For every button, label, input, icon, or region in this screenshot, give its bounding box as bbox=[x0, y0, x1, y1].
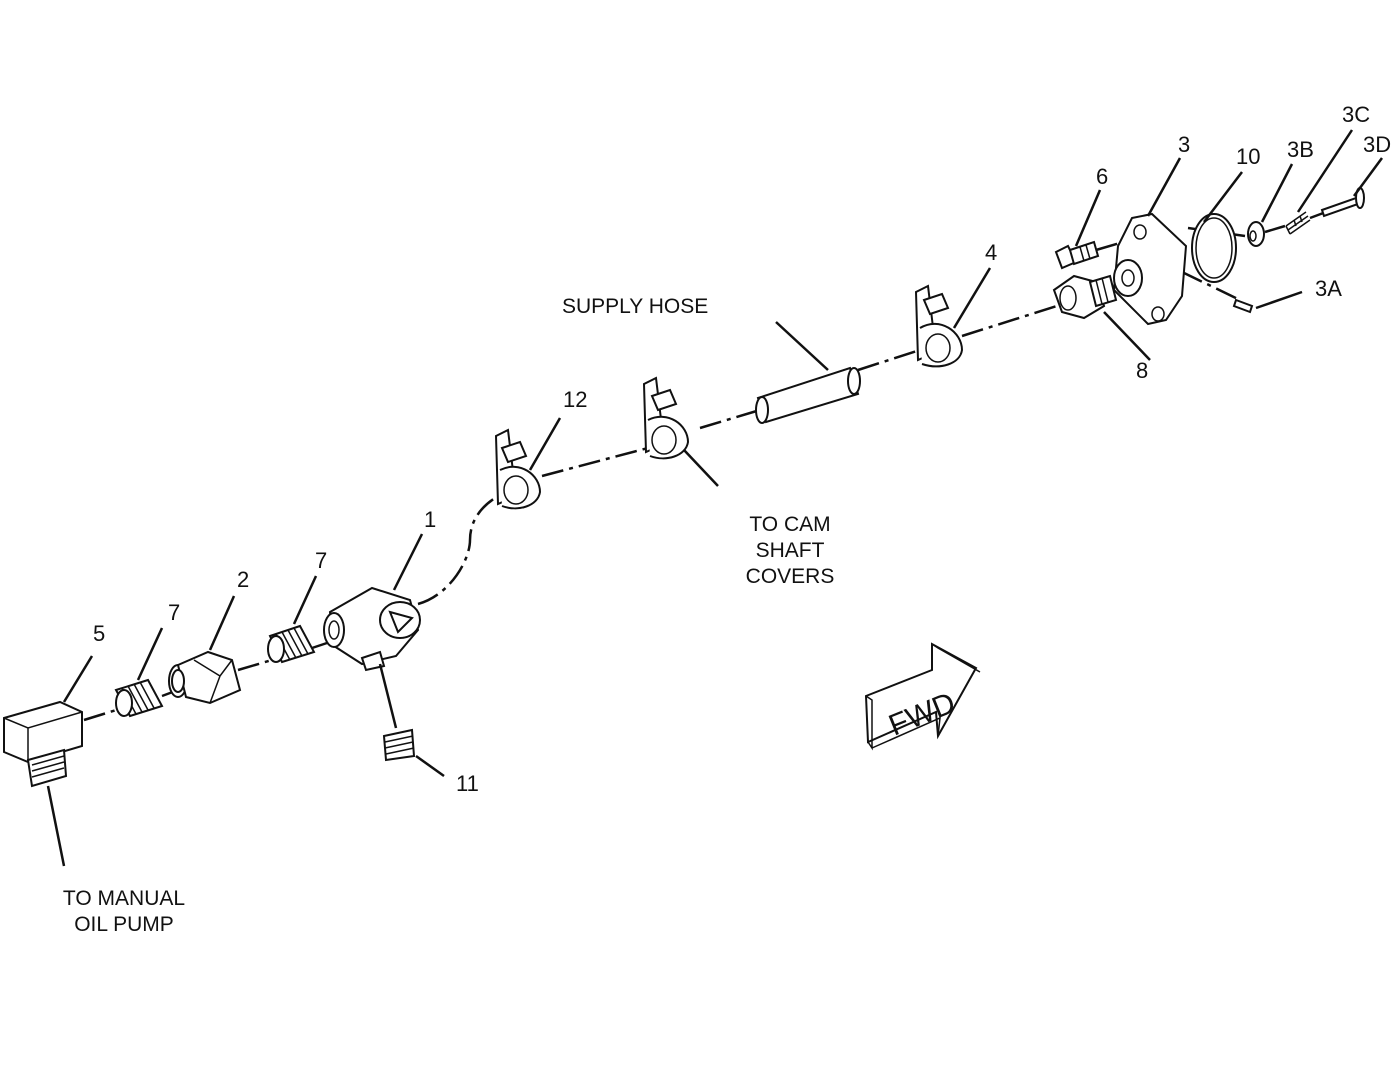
note-pump-line-2: OIL PUMP bbox=[74, 913, 174, 936]
callout-7-left: 7 bbox=[168, 600, 181, 625]
part-3b-disc bbox=[1247, 221, 1265, 247]
callout-3: 3 bbox=[1178, 132, 1191, 157]
part-7-nipple-right bbox=[267, 624, 316, 664]
callout-2: 2 bbox=[237, 567, 250, 592]
callout-3d: 3D bbox=[1363, 132, 1392, 157]
note-to-manual-oil-pump: TO MANUAL OIL PUMP bbox=[50, 886, 198, 938]
callout-10: 10 bbox=[1236, 144, 1261, 169]
note-cam-line-1: TO CAM bbox=[749, 513, 831, 536]
part-4-clamp bbox=[914, 284, 964, 368]
part-12-clamp-a bbox=[494, 428, 542, 510]
callout-6: 6 bbox=[1096, 164, 1109, 189]
part-5-elbow-fitting bbox=[3, 700, 83, 788]
callout-4: 4 bbox=[985, 240, 998, 265]
note-cam-line-2: SHAFT bbox=[755, 539, 825, 562]
callout-1: 1 bbox=[424, 507, 437, 532]
note-cam-line-3: COVERS bbox=[745, 565, 835, 588]
callout-5: 5 bbox=[93, 621, 106, 646]
part-11-plug bbox=[382, 728, 416, 762]
supply-hose bbox=[755, 366, 861, 424]
callout-12: 12 bbox=[563, 387, 588, 412]
part-3-flange-housing bbox=[1112, 212, 1188, 326]
part-1-valve-body bbox=[323, 586, 421, 672]
part-7-nipple-left bbox=[114, 678, 164, 718]
part-3c-spring bbox=[1285, 211, 1311, 235]
part-6-bolt bbox=[1054, 240, 1100, 270]
callout-3c: 3C bbox=[1342, 102, 1371, 127]
note-pump-line-1: TO MANUAL bbox=[62, 887, 186, 910]
note-supply-hose: SUPPLY HOSE bbox=[562, 294, 708, 320]
assembly-centerline bbox=[83, 210, 1327, 722]
part-8-adapter bbox=[1052, 274, 1118, 320]
callout-8: 8 bbox=[1136, 358, 1149, 383]
callout-11: 11 bbox=[456, 771, 479, 796]
note-to-cam-shaft-covers: TO CAM SHAFT COVERS bbox=[734, 512, 846, 590]
fwd-arrow: FWD bbox=[864, 642, 981, 751]
part-2-hex-fitting bbox=[168, 650, 242, 705]
part-10-o-ring bbox=[1191, 213, 1237, 283]
part-3a-pin bbox=[1232, 298, 1254, 314]
callout-7-right: 7 bbox=[315, 548, 328, 573]
clamp-b bbox=[642, 376, 690, 460]
callout-3b: 3B bbox=[1287, 137, 1314, 162]
callout-3a: 3A bbox=[1315, 276, 1342, 301]
note-supply-hose-text: SUPPLY HOSE bbox=[562, 295, 709, 318]
leader-lines bbox=[46, 129, 1384, 867]
